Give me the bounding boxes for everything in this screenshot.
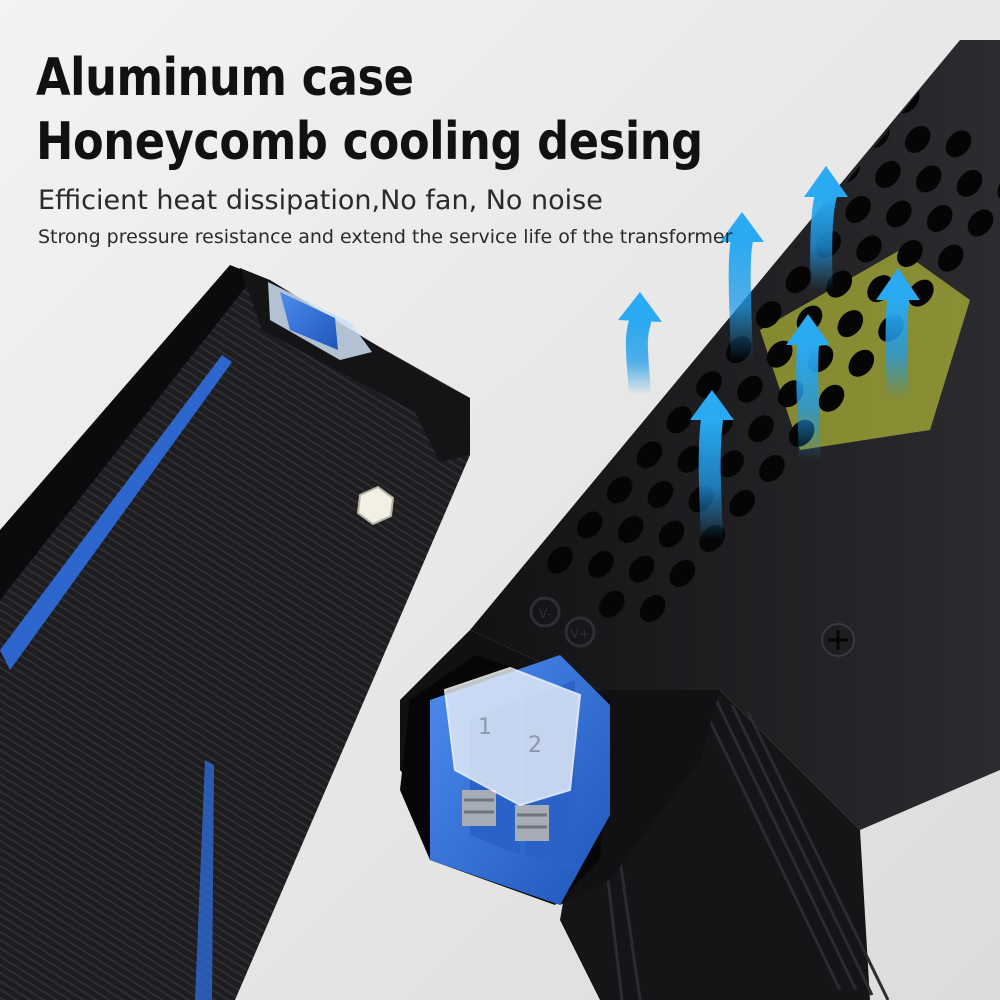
polarity-symbol-2-label: V+: [570, 627, 590, 642]
vent-hole: [737, 375, 763, 403]
airflow-arrow-icon: [804, 166, 848, 301]
airflow-arrows: [618, 166, 920, 551]
vent-hole: [785, 266, 812, 294]
vent-hole: [617, 516, 644, 543]
vent-hole: [886, 200, 912, 228]
vent-hole: [875, 160, 901, 188]
vent-hole: [818, 384, 845, 412]
vent-hole: [658, 520, 685, 548]
vent-hole: [677, 445, 704, 473]
vent-hole: [845, 196, 871, 223]
vent-hole: [904, 125, 931, 153]
polarity-symbol-1: [529, 596, 561, 628]
terminal-pin-1-label: 1: [478, 715, 492, 740]
vent-hole: [587, 551, 614, 578]
left-blue-edge-glow-lower: [195, 760, 214, 1000]
vent-hole: [606, 476, 633, 504]
vent-hole: [848, 349, 875, 377]
headline-line-2: Honeycomb cooling desing: [36, 112, 703, 172]
vent-hole: [729, 489, 755, 517]
side-rail-ribs: [606, 699, 890, 1000]
vent-hole: [956, 169, 983, 197]
vent-hole: [897, 240, 923, 267]
airflow-arrow-icon: [786, 314, 830, 471]
vent-hole: [547, 546, 573, 574]
vent-hole: [718, 450, 744, 478]
left-blue-edge-glow: [0, 355, 232, 670]
vent-hole: [967, 209, 994, 237]
vent-hole: [837, 310, 864, 338]
polarity-symbol-1-label: V-: [539, 607, 552, 622]
terminal-pin-2-label: 2: [528, 733, 542, 758]
airflow-arrow-icon: [690, 390, 734, 551]
terminal-clear-cover: [443, 666, 582, 807]
vent-hole: [666, 406, 693, 434]
left-power-supply-unit: [0, 265, 470, 1000]
terminal-block: 1 2: [430, 655, 610, 905]
vent-hole: [628, 555, 655, 583]
subtitle-line-2: Strong pressure resistance and extend th…: [38, 226, 733, 248]
vent-hole: [937, 244, 964, 272]
vent-hole: [639, 595, 666, 623]
vent-hole: [576, 511, 603, 539]
vent-hole: [748, 415, 774, 443]
vent-hole: [669, 560, 696, 587]
vent-hole: [856, 235, 882, 263]
vent-hole: [759, 454, 785, 482]
left-case-side-shadow: [0, 265, 255, 600]
left-case-body: [0, 268, 470, 1000]
vent-hole: [755, 301, 782, 329]
headline-line-1: Aluminum case: [36, 48, 414, 108]
vent-hole: [696, 371, 722, 399]
airflow-arrow-icon: [720, 212, 764, 371]
left-terminal-block: [280, 292, 338, 350]
hex-nut: [356, 485, 395, 526]
vent-hole: [647, 480, 674, 508]
polarity-symbol-2: [564, 616, 596, 648]
vent-hole: [598, 590, 625, 618]
right-power-supply-unit: V- V+ 1 2: [400, 40, 1000, 1000]
vent-hole: [945, 130, 972, 158]
vent-hole: [766, 340, 793, 368]
airflow-arrow-icon: [618, 292, 662, 406]
vent-hole: [915, 165, 942, 193]
subtitle-line-1: Efficient heat dissipation,No fan, No no…: [38, 185, 603, 216]
airflow-arrow-icon: [876, 268, 920, 411]
vent-hole: [636, 441, 663, 469]
vent-hole: [926, 205, 953, 232]
